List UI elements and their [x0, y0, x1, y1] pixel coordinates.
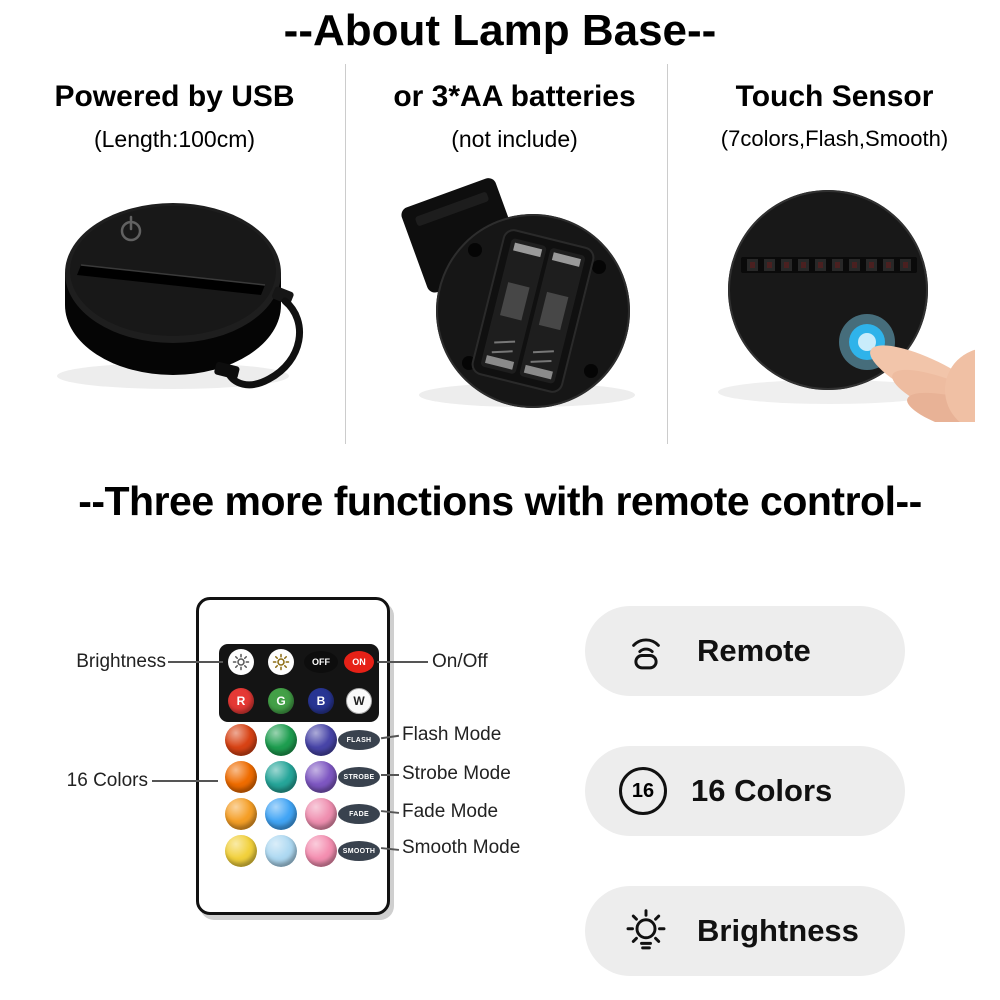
card-remote-label: Remote [697, 633, 811, 668]
color-swatch [225, 798, 257, 830]
color-swatch [305, 835, 337, 867]
blue-button: B [308, 688, 334, 714]
callout-line [381, 774, 399, 776]
card-brightness: Brightness [585, 886, 905, 976]
color-swatch [265, 724, 297, 756]
usb-cable [224, 297, 303, 389]
feature-touch-sensor: Touch Sensor (7colors,Flash,Smooth) [682, 72, 1000, 438]
fade-mode-callout: Fade Mode [402, 801, 499, 822]
card-16-colors: 16 16 Colors [585, 746, 905, 836]
feature-usb: Powered by USB (Length:100cm) [22, 72, 327, 428]
flash-button: FLASH [338, 730, 380, 750]
touch-sensor-photo [682, 172, 1000, 438]
about-lamp-base-title: --About Lamp Base-- [283, 6, 717, 55]
color-swatch [225, 761, 257, 793]
remote-functions-title: --Three more functions with remote contr… [78, 478, 922, 524]
feature-usb-subtitle: (Length:100cm) [93, 126, 256, 152]
green-button: G [268, 688, 294, 714]
brightness-up-button [268, 649, 294, 675]
card-brightness-label: Brightness [697, 913, 859, 948]
feature-batteries-title: or 3*AA batteries [393, 80, 636, 113]
usb-base-photo [22, 173, 327, 428]
feature-usb-title: Powered by USB [54, 80, 295, 113]
sun-icon [272, 653, 290, 671]
battery-base-photo [362, 173, 667, 428]
brightness-icon [626, 909, 666, 950]
feature-batteries-subtitle: (not include) [451, 126, 578, 152]
usb-plug [213, 361, 239, 380]
red-button: R [228, 688, 254, 714]
strobe-button: STROBE [338, 767, 380, 787]
color-swatch [265, 798, 297, 830]
sun-icon [232, 653, 250, 671]
smooth-mode-callout: Smooth Mode [402, 837, 521, 858]
finger [869, 345, 1000, 438]
brightness-callout: Brightness [76, 651, 166, 672]
fade-button: FADE [338, 804, 380, 824]
on-button: ON [344, 651, 374, 673]
feature-touch-subtitle: (7colors,Flash,Smooth) [720, 126, 949, 151]
strobe-mode-callout: Strobe Mode [402, 763, 511, 784]
callout-line [152, 780, 218, 782]
brightness-down-button [228, 649, 254, 675]
flash-mode-callout: Flash Mode [402, 724, 502, 745]
color-swatch [225, 724, 257, 756]
smooth-button: SMOOTH [338, 841, 380, 861]
remote-control: OFF ON R G B W FLASH STROBE FADE SMOOTH [196, 597, 390, 915]
count-16-icon: 16 [619, 767, 667, 815]
callout-line [168, 661, 223, 663]
remote-icon [632, 638, 660, 670]
colors16-callout: 16 Colors [66, 770, 148, 791]
color-swatch [265, 835, 297, 867]
count-16-text: 16 [631, 779, 655, 802]
feature-touch-title: Touch Sensor [735, 80, 934, 113]
callout-line [377, 661, 428, 663]
color-swatch [265, 761, 297, 793]
feature-batteries: or 3*AA batteries (not include) [362, 72, 667, 428]
column-divider [667, 64, 668, 444]
card-16-colors-label: 16 Colors [691, 773, 833, 808]
color-swatch [305, 798, 337, 830]
color-swatch [305, 724, 337, 756]
on-off-callout: On/Off [432, 651, 488, 672]
power-touch-icon [120, 215, 141, 242]
color-swatch [305, 761, 337, 793]
white-button: W [346, 688, 372, 714]
color-swatch [225, 835, 257, 867]
off-button: OFF [304, 651, 338, 673]
column-divider [345, 64, 346, 444]
card-remote: Remote [585, 606, 905, 696]
battery-compartment [471, 229, 594, 393]
